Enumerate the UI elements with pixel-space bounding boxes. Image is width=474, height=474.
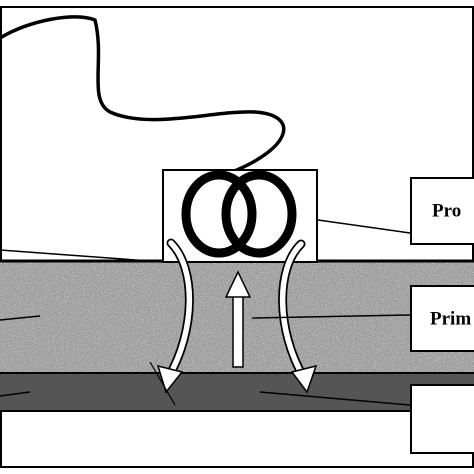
primary-label-box: Prim [410,285,474,352]
coil-icon [181,170,297,258]
probe-leader-line [317,219,411,234]
probe-label: Pro [432,200,462,222]
center-upward-arrow [224,270,252,368]
secondary-leader-line [259,391,411,406]
primary-label: Prim [430,308,472,329]
probe-cable [0,15,286,174]
secondary-layer [0,373,474,411]
right-eddy-arrow [278,239,318,394]
probe-label-box: Pro [410,177,474,245]
primary-leader-line [251,314,411,319]
secondary-label-box [410,384,474,454]
